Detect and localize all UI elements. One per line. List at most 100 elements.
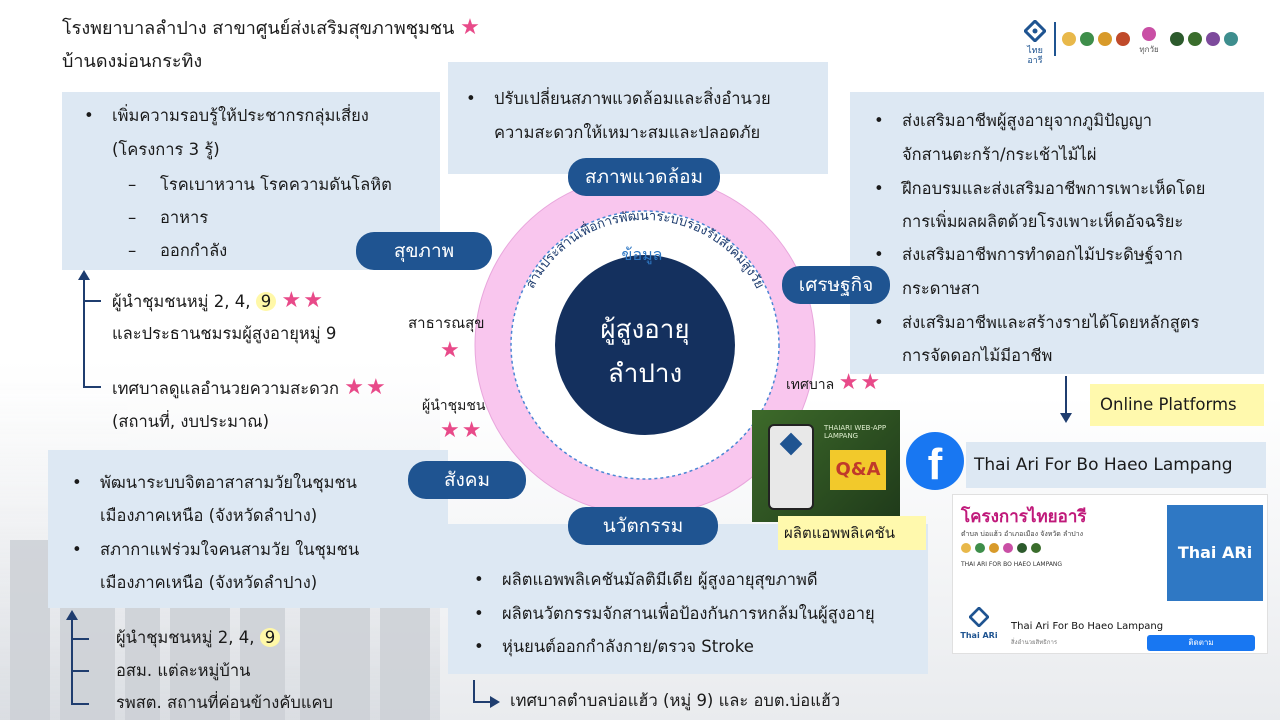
health-bullet-cont: (โครงการ 3 รู้) bbox=[112, 140, 220, 159]
label-public-health-stars: ★ bbox=[440, 338, 462, 363]
health-sub-3: ออกกำลัง bbox=[128, 234, 227, 268]
facebook-icon: f bbox=[906, 432, 964, 490]
partner-logo-5-caption: ทุกวัย bbox=[1139, 45, 1159, 54]
label-municipality: เทศบาล ★★ bbox=[786, 370, 883, 395]
economy-bullet-3-cont: กระดาษสา bbox=[902, 279, 980, 298]
fb-card-logos bbox=[961, 543, 1081, 557]
partner-logo-4-icon bbox=[1116, 32, 1130, 46]
social-bullet-1: พัฒนาระบบจิตอาสาสามวัยในชุมชน bbox=[72, 466, 357, 500]
app-phone bbox=[768, 424, 814, 510]
fb-card-logo-2-icon bbox=[975, 543, 985, 553]
fb-card-brand-text: Thai ARi bbox=[1177, 543, 1253, 562]
center-subtitle: ลำปาง bbox=[608, 359, 682, 389]
economy-bullet-3: ส่งเสริมอาชีพการทำดอกไม้ประดิษฐ์จาก bbox=[874, 238, 1183, 272]
header-title-line1: โรงพยาบาลลำปาง สาขาศูนย์ส่งเสริมสุขภาพชุ… bbox=[62, 15, 482, 40]
social-bullet-2: สภากาแฟร่วมใจคนสามวัย ในชุมชน bbox=[72, 533, 359, 567]
social-arrow-up-icon bbox=[66, 610, 78, 620]
health-actor-1: ผู้นำชุมชนหมู่ 2, 4, 9 ★★ bbox=[112, 288, 325, 313]
innovation-connector-line bbox=[473, 680, 475, 702]
app-label-box bbox=[778, 516, 926, 550]
social-connector-line bbox=[71, 618, 73, 704]
partner-logo-9-icon bbox=[1224, 32, 1238, 46]
header-title-line2: บ้านดงม่อนกระทิง bbox=[62, 51, 203, 72]
fb-card-profile-logo-icon bbox=[968, 606, 990, 628]
fb-card-brand-panel: Thai ARi bbox=[1167, 505, 1263, 601]
health-actor-2: เทศบาลดูแลอำนวยความสะดวก ★★ bbox=[112, 375, 388, 400]
fb-card-title: โครงการไทยอารี bbox=[961, 507, 1087, 527]
environment-bullet: ปรับเปลี่ยนสภาพแวดล้อมและสิ่งอำนวย bbox=[466, 82, 771, 116]
partner-logo-2-icon bbox=[1080, 32, 1094, 46]
social-connector-tick-1 bbox=[71, 638, 89, 640]
environment-bullet-cont: ความสะดวกให้เหมาะสมและปลอดภัย bbox=[494, 123, 761, 142]
fb-card-page-sub: สิ่งอำนวยสิทธิการ bbox=[1011, 639, 1058, 646]
label-community-leader-stars: ★★ bbox=[440, 418, 484, 443]
social-actor-1: ผู้นำชุมชนหมู่ 2, 4, 9 bbox=[116, 621, 281, 655]
health-sub-2: อาหาร bbox=[128, 201, 208, 235]
facebook-name-box bbox=[966, 442, 1266, 488]
economy-bullet-4: ส่งเสริมอาชีพและสร้างรายได้โดยหลักสูตร bbox=[874, 306, 1199, 340]
inner-data-label: ข้อมูล bbox=[622, 245, 663, 265]
label-community-leader: ผู้นำชุมชน bbox=[422, 398, 486, 414]
central-diagram: สามประสานเพื่อการพัฒนาระบบรองรับสังคมสูง… bbox=[474, 174, 816, 516]
partner-logo-5-icon bbox=[1142, 27, 1156, 41]
logo-divider bbox=[1054, 22, 1056, 56]
facebook-page-card: โครงการไทยอารี ตำบล บ่อแฮ้ว อำเภอเมือง จ… bbox=[952, 494, 1268, 654]
innovation-bullet-2: ผลิตนวัตกรรมจักสานเพื่อป้องกันการหกล้มใน… bbox=[474, 597, 875, 631]
social-actor-2: อสม. แต่ละหมู่บ้าน bbox=[116, 661, 251, 680]
fb-card-logo-1-icon bbox=[961, 543, 971, 553]
health-connector-tick-2 bbox=[83, 386, 101, 388]
economy-bullet-2-cont: การเพิ่มผลผลิตด้วยโรงเพาะเห็ดอัจฉริยะ bbox=[902, 212, 1184, 231]
social-connector-tick-3 bbox=[71, 703, 89, 705]
app-label: ผลิตแอพพลิเคชัน bbox=[784, 524, 895, 542]
innovation-arrow-right-icon bbox=[490, 696, 500, 708]
economy-connector-line bbox=[1065, 376, 1067, 414]
innovation-actor: เทศบาลตำบลบ่อแฮ้ว (หมู่ 9) และ อบต.บ่อแฮ… bbox=[510, 691, 841, 710]
health-connector-tick-1 bbox=[83, 300, 101, 302]
fb-card-follow-label: ติดตาม bbox=[1188, 638, 1214, 647]
health-sub-1: โรคเบาหวาน โรคความดันโลหิต bbox=[128, 168, 392, 202]
app-qa-panel: Q&A bbox=[830, 450, 886, 490]
fb-card-logo-4-icon bbox=[1003, 543, 1013, 553]
health-bullet: เพิ่มความรอบรู้ให้ประชากรกลุ่มเสี่ยง bbox=[84, 99, 369, 133]
social-bullet-2-cont: เมืองภาคเหนือ (จังหวัดลำปาง) bbox=[100, 573, 318, 592]
partner-logo-3-icon bbox=[1098, 32, 1112, 46]
social-connector-tick-2 bbox=[71, 670, 89, 672]
thai-ari-logo-icon bbox=[1022, 18, 1048, 44]
partner-logo-1-icon bbox=[1062, 32, 1076, 46]
fb-card-profile-logo: Thai ARi bbox=[959, 606, 999, 649]
logo-strip: ไทยอารี ทุกวัย bbox=[1020, 18, 1265, 66]
economy-bullet-2: ฝึกอบรมและส่งเสริมอาชีพการเพาะเห็ดโดย bbox=[874, 172, 1206, 206]
social-actor-3: รพสต. สถานที่ค่อนข้างคับแคบ bbox=[116, 693, 333, 712]
innovation-connector-tick bbox=[473, 701, 491, 703]
partner-logo-5: ทุกวัย bbox=[1134, 26, 1164, 54]
fb-card-page-name: Thai Ari For Bo Haeo Lampang bbox=[1011, 621, 1164, 632]
social-bullet-1-cont: เมืองภาคเหนือ (จังหวัดลำปาง) bbox=[100, 506, 318, 525]
center-circle bbox=[555, 255, 735, 435]
fb-card-logo-6-icon bbox=[1031, 543, 1041, 553]
thai-ari-logo-text: ไทยอารี bbox=[1027, 46, 1043, 66]
fb-card-logo-3-icon bbox=[989, 543, 999, 553]
app-phone-icon bbox=[779, 432, 803, 456]
health-connector-line bbox=[83, 280, 85, 388]
economy-bullet-1-cont: จักสานตะกร้า/กระเช้าไม้ไผ่ bbox=[902, 145, 1097, 164]
environment-box bbox=[448, 62, 828, 174]
pill-social: สังคม bbox=[408, 461, 526, 499]
innovation-bullet-3: หุ่นยนต์ออกกำลังกาย/ตรวจ Stroke bbox=[474, 630, 754, 664]
center-title: ผู้สูงอายุ bbox=[600, 315, 689, 345]
pill-innovation: นวัตกรรม bbox=[568, 507, 718, 545]
economy-arrow-down-icon bbox=[1060, 413, 1072, 423]
label-public-health: สาธารณสุข bbox=[408, 314, 485, 332]
health-actor-1-line2: และประธานชมรมผู้สูงอายุหมู่ 9 bbox=[112, 324, 337, 343]
app-qa-text: Q&A bbox=[835, 459, 881, 480]
partner-logo-7-icon bbox=[1188, 32, 1202, 46]
partner-logo-6-icon bbox=[1170, 32, 1184, 46]
app-screenshot-photo: THAIARI WEB-APP LAMPANG Q&A bbox=[752, 410, 900, 522]
app-screen-title: THAIARI WEB-APP LAMPANG bbox=[824, 424, 887, 440]
pill-environment: สภาพแวดล้อม bbox=[568, 158, 720, 196]
online-platforms-box bbox=[1090, 384, 1264, 426]
fb-card-follow-button[interactable]: ติดตาม bbox=[1147, 635, 1255, 651]
pill-economy: เศรษฐกิจ bbox=[782, 266, 890, 304]
facebook-page-name[interactable]: Thai Ari For Bo Haeo Lampang bbox=[974, 455, 1233, 475]
health-actor-2-line2: (สถานที่, งบประมาณ) bbox=[112, 412, 270, 431]
economy-bullet-4-cont: การจัดดอกไม้มีอาชีพ bbox=[902, 346, 1053, 365]
